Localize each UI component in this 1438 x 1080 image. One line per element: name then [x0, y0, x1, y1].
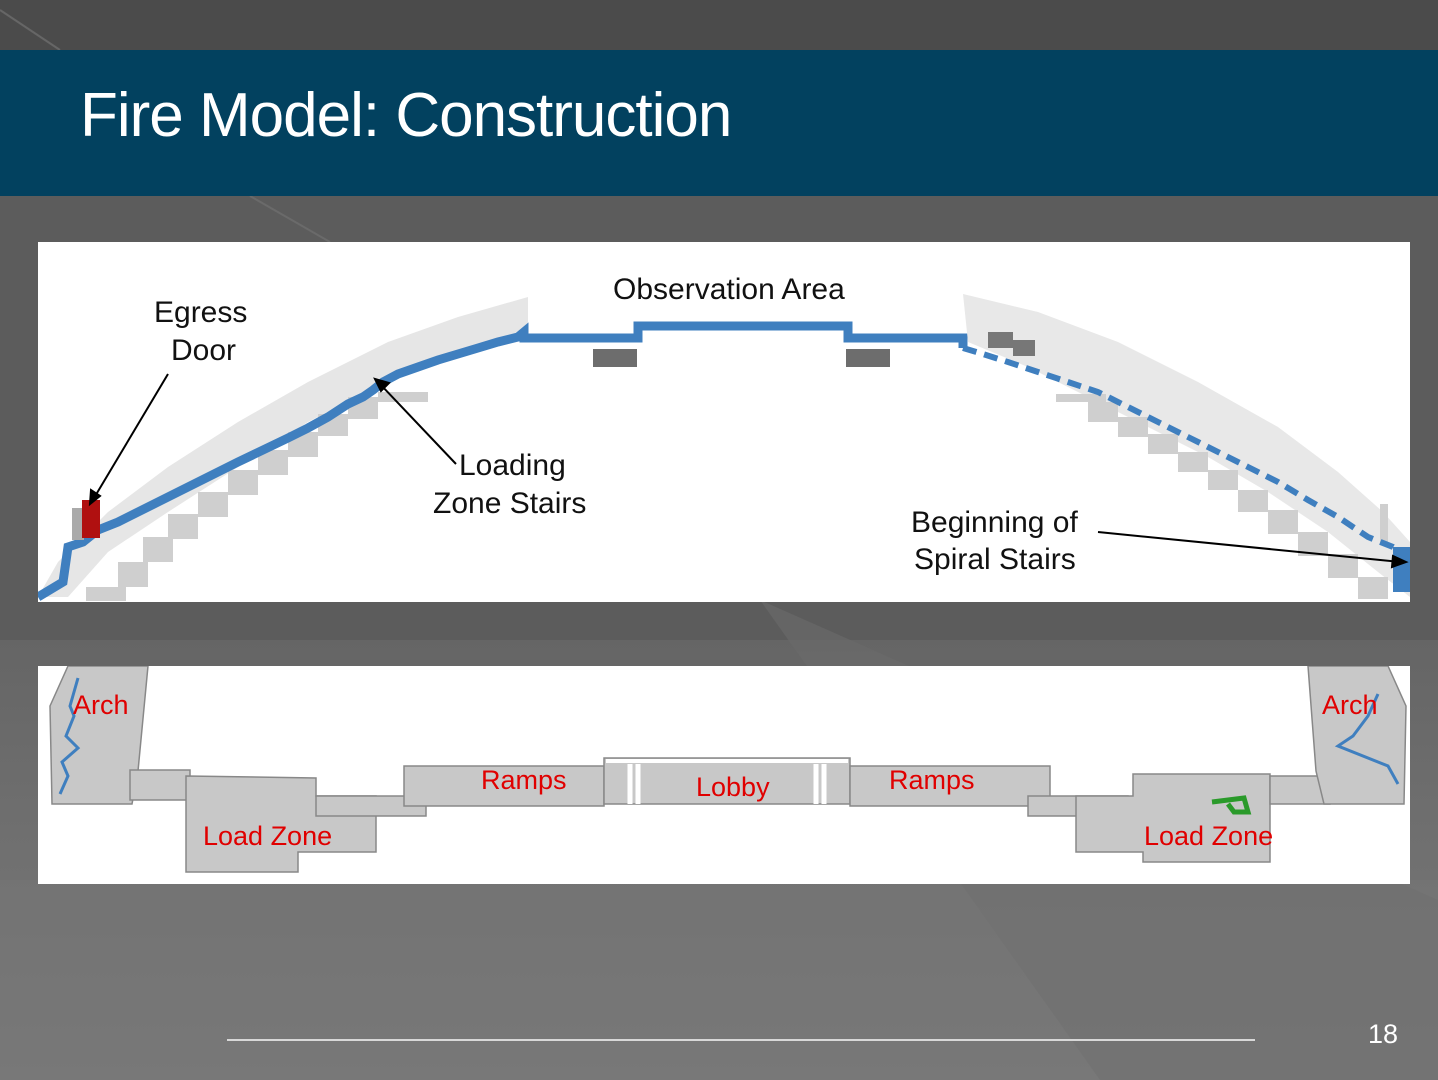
arch-left-label: Arch [73, 690, 129, 720]
top-diagram-panel: Egress Door Observation Area Loading Zon… [38, 242, 1410, 602]
obs-block-left [593, 349, 637, 367]
egress-door [82, 500, 100, 538]
egress-door-frame [72, 508, 84, 540]
left-inner-stairs [86, 392, 428, 601]
right-dark-block-2 [1013, 340, 1035, 356]
right-arch-blue-trace [1334, 693, 1400, 785]
right-ramps [849, 765, 1051, 807]
right-arch-wall [963, 294, 1410, 597]
plan-view-diagram [49, 666, 1407, 873]
lobby-block [603, 757, 851, 805]
left-arch-connector [129, 769, 191, 801]
arch-right-label: Arch [1322, 690, 1378, 720]
observation-area-label: Observation Area [613, 273, 845, 306]
loading-arrow [379, 383, 457, 465]
ramps-left-label: Ramps [481, 765, 567, 795]
spiral-arrow [1097, 531, 1401, 563]
load-zone-left-label: Load Zone [203, 821, 333, 851]
left-blue-stairs [38, 321, 968, 601]
loading-label-line1: Loading [459, 449, 566, 482]
egress-label-line2: Door [171, 334, 237, 367]
left-arch-wall [38, 297, 528, 597]
title-bar [0, 50, 1438, 196]
loading-label-line2: Zone Stairs [433, 487, 587, 520]
right-arch-block [1307, 666, 1407, 805]
beginning-label-line1: Beginning of [911, 506, 1078, 539]
load-zone-right-label: Load Zone [1144, 821, 1274, 851]
arch-cross-section-diagram [38, 294, 1410, 601]
right-dark-block-1 [988, 332, 1013, 348]
lobby-label: Lobby [696, 772, 770, 802]
lobby-columns [627, 764, 827, 804]
right-blue-stairs [962, 345, 1408, 557]
egress-label-line1: Egress [154, 296, 248, 329]
right-inner-stairs [1056, 394, 1388, 599]
ramps-right-label: Ramps [889, 765, 975, 795]
bottom-diagram-panel: Arch Arch Ramps Ramps Lobby Load Zone Lo… [38, 666, 1410, 884]
footer-divider [227, 1039, 1255, 1041]
egress-arrow [93, 373, 169, 499]
page-number: 18 [1368, 1019, 1399, 1049]
green-structure [1211, 795, 1252, 815]
beginning-label-line2: Spiral Stairs [914, 543, 1076, 576]
obs-block-right [846, 349, 890, 367]
slide-title: Fire Model: Construction [80, 81, 732, 150]
spiral-stairs-start [1393, 547, 1410, 592]
left-arch-blue-trace [58, 677, 81, 795]
